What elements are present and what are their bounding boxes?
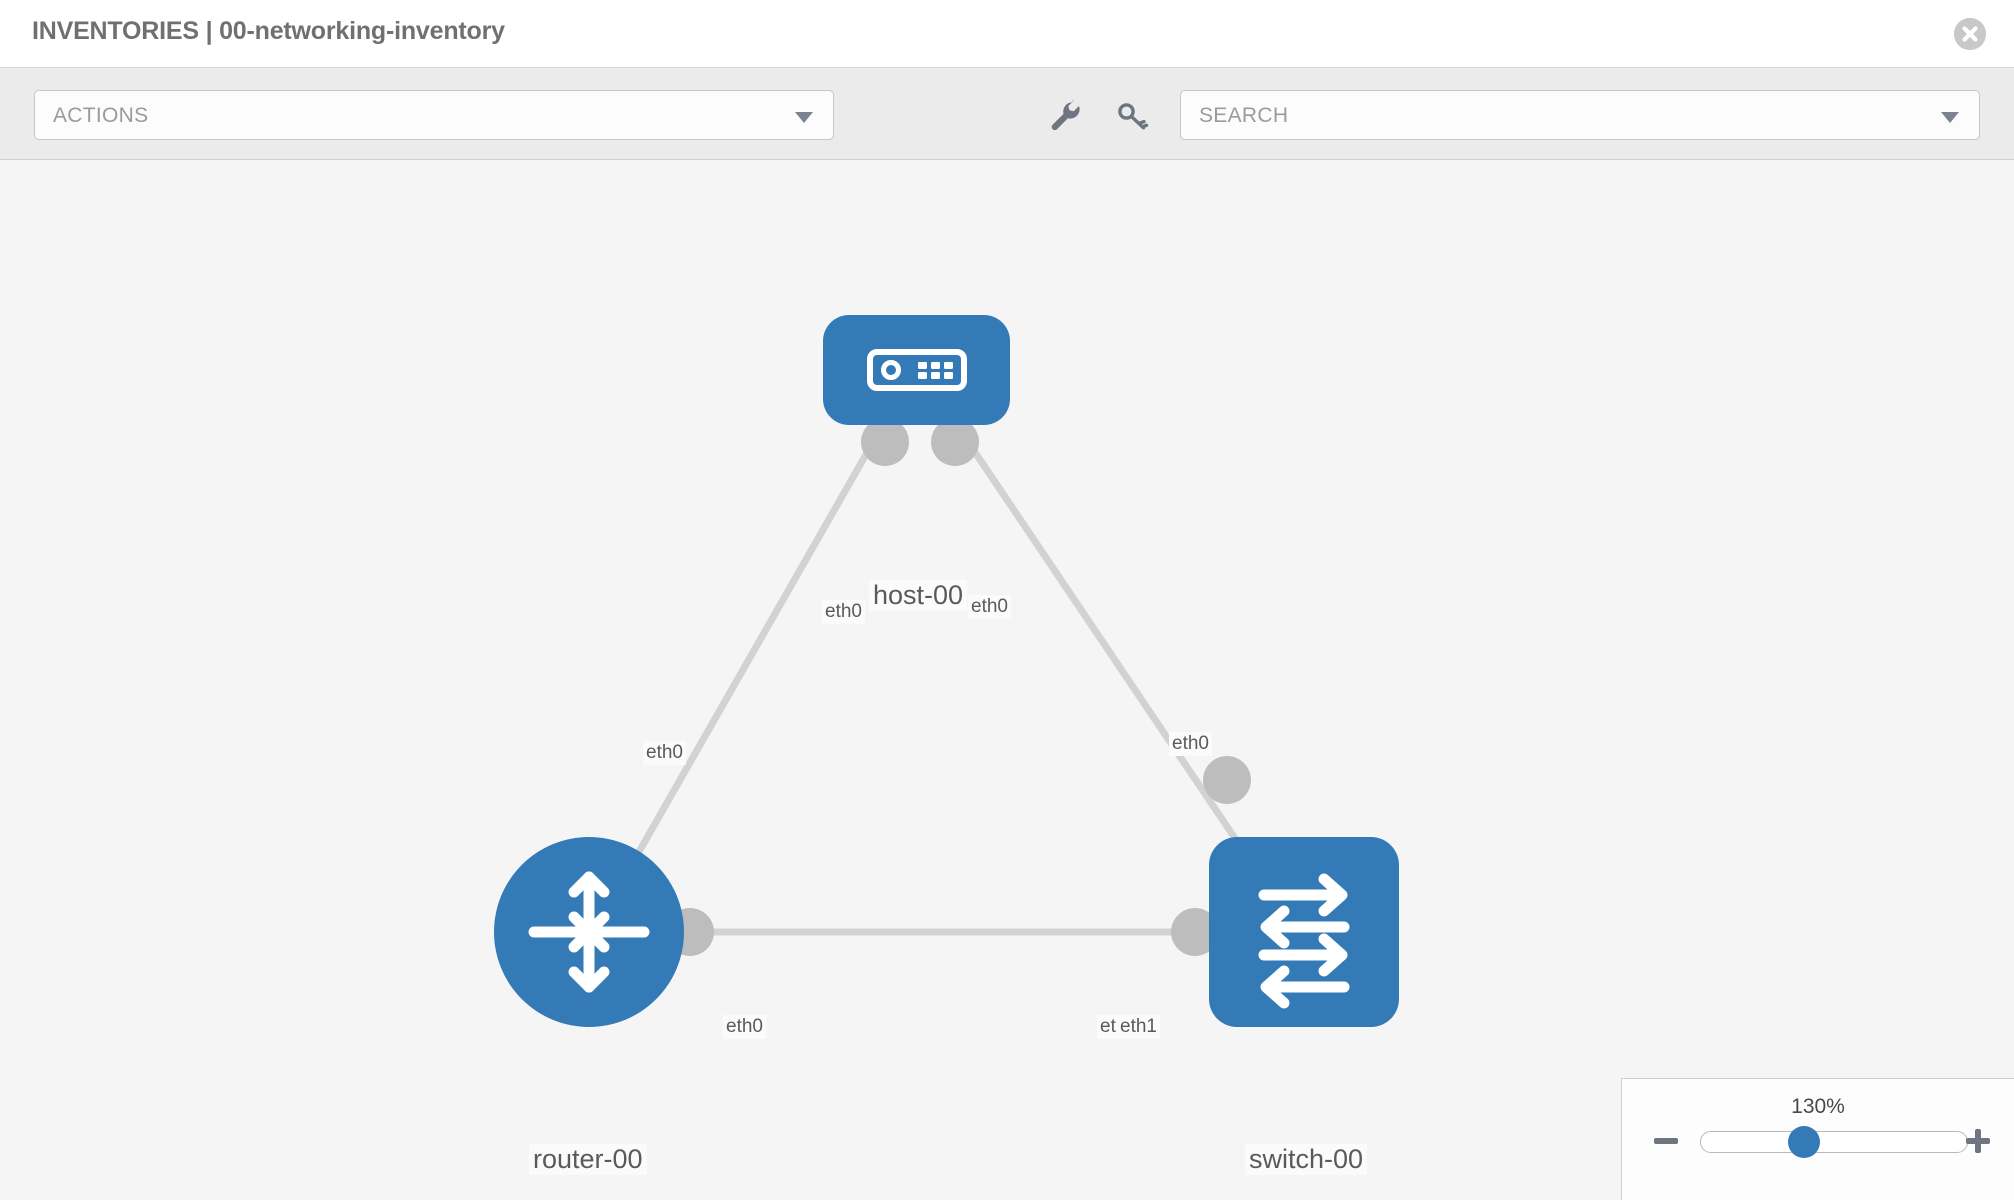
switch-arrows-icon [1258, 873, 1350, 1009]
port-switch-top [1203, 756, 1251, 804]
edge-label-host-right: eth0 [968, 595, 1011, 619]
zoom-in-button[interactable] [1964, 1127, 1992, 1155]
minus-icon [1654, 1138, 1678, 1144]
zoom-level-value: 130% [1791, 1095, 1845, 1118]
chevron-down-icon [1941, 112, 1959, 123]
page-title: INVENTORIES | 00-networking-inventory [32, 17, 505, 45]
chevron-down-icon [795, 112, 813, 123]
topology-edges [596, 418, 1293, 956]
wrench-button[interactable] [1045, 96, 1085, 136]
actions-dropdown[interactable]: ACTIONS [34, 90, 834, 140]
edge-label-router-up: eth0 [643, 741, 686, 765]
edge-label-router-right: eth0 [723, 1015, 766, 1039]
toolbar: ACTIONS SEARCH [0, 68, 2014, 160]
zoom-slider-thumb[interactable] [1788, 1126, 1820, 1158]
node-router-00[interactable] [494, 837, 684, 1027]
zoom-out-button[interactable] [1652, 1127, 1680, 1155]
edge-lines [596, 428, 1293, 936]
zoom-slider-track[interactable] [1700, 1131, 1968, 1153]
zoom-control-panel: 130% [1621, 1078, 2014, 1200]
app-header: INVENTORIES | 00-networking-inventory [0, 0, 2014, 68]
port-switch-left [1171, 908, 1219, 956]
node-switch-00[interactable] [1209, 837, 1399, 1027]
port-host-right [931, 418, 979, 466]
edge-label-host-left: eth0 [822, 600, 865, 624]
key-icon [1118, 103, 1149, 130]
node-label-router: router-00 [529, 1144, 647, 1175]
node-host-00[interactable] [823, 315, 1010, 425]
edge-host-router [596, 428, 884, 922]
wrench-icon [1051, 100, 1080, 131]
edge-ports [666, 418, 1251, 956]
plus-icon [1966, 1129, 1990, 1153]
search-input[interactable]: SEARCH [1180, 90, 1980, 140]
node-label-host: host-00 [869, 580, 968, 611]
actions-dropdown-label: ACTIONS [53, 104, 149, 127]
server-icon [867, 349, 967, 391]
port-host-left [861, 418, 909, 466]
search-placeholder: SEARCH [1199, 104, 1289, 127]
node-label-switch: switch-00 [1245, 1144, 1368, 1175]
router-arrows-icon [528, 871, 650, 993]
close-icon [1954, 18, 1986, 50]
edge-label-switch-left-b: eth1 [1117, 1015, 1160, 1039]
close-button[interactable] [1954, 18, 1986, 50]
edge-label-switch-up: eth0 [1169, 732, 1212, 756]
key-button[interactable] [1112, 96, 1152, 136]
topology-canvas[interactable]: host-00 router-00 switch-00 eth0 eth0 et… [0, 160, 2014, 1200]
